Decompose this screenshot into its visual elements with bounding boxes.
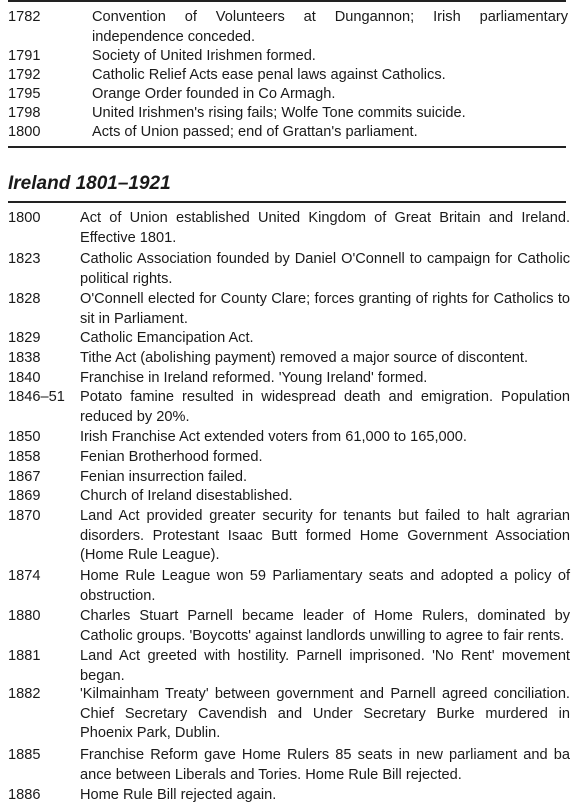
entry-year: 1880 xyxy=(8,608,41,624)
entry-year: 1881 xyxy=(8,648,41,664)
entry-year: 1791 xyxy=(8,48,41,64)
entry-year: 1840 xyxy=(8,370,41,386)
entry-year: 1823 xyxy=(8,251,41,267)
entry-text: Acts of Union passed; end of Grattan's p… xyxy=(92,124,418,140)
entry-year: 1828 xyxy=(8,291,41,307)
entry-text: Orange Order founded in Co Armagh. xyxy=(92,86,336,102)
entry-year: 1782 xyxy=(8,9,41,25)
entry-text: Catholic Emancipation Act. xyxy=(80,330,254,346)
entry-year: 1882 xyxy=(8,686,41,702)
entry-text: 'Kilmainham Treaty' between government a… xyxy=(80,686,570,742)
entry-year: 1792 xyxy=(8,67,41,83)
entry-text: Land Act provided greater security for t… xyxy=(80,508,570,564)
entry-year: 1850 xyxy=(8,429,41,445)
entry-year: 1800 xyxy=(8,124,41,140)
entry-year: 1874 xyxy=(8,568,41,584)
entry-year: 1867 xyxy=(8,469,41,485)
entry-text: Catholic Relief Acts ease penal laws aga… xyxy=(92,67,446,83)
section-title-rule xyxy=(8,201,566,203)
entry-year: 1869 xyxy=(8,488,41,504)
entry-text: Franchise in Ireland reformed. 'Young Ir… xyxy=(80,370,428,386)
entry-year: 1846–51 xyxy=(8,389,65,405)
entry-text: Convention of Volunteers at Dungannon; I… xyxy=(92,9,568,45)
entry-year: 1885 xyxy=(8,747,41,763)
entry-text: United Irishmen's rising fails; Wolfe To… xyxy=(92,105,466,121)
entry-year: 1829 xyxy=(8,330,41,346)
entry-text: Home Rule Bill rejected again. xyxy=(80,787,277,803)
entry-year: 1886 xyxy=(8,787,41,803)
entry-year: 1870 xyxy=(8,508,41,524)
entry-text: Land Act greeted with hostility. Parnell… xyxy=(80,648,570,684)
entry-text: Home Rule League won 59 Parliamentary se… xyxy=(80,568,570,604)
entry-text: Fenian insurrection failed. xyxy=(80,469,248,485)
entry-text: Charles Stuart Parnell became leader of … xyxy=(80,608,570,644)
entry-text: O'Connell elected for County Clare; forc… xyxy=(80,291,570,327)
entry-text: Franchise Reform gave Home Rulers 85 sea… xyxy=(80,747,570,783)
entry-year: 1858 xyxy=(8,449,41,465)
entry-text: Potato famine resulted in widespread dea… xyxy=(80,389,570,425)
entry-text: Society of United Irishmen formed. xyxy=(92,48,316,64)
entry-year: 1800 xyxy=(8,210,41,226)
entry-year: 1798 xyxy=(8,105,41,121)
entry-text: Tithe Act (abolishing payment) removed a… xyxy=(80,350,529,366)
entry-text: Irish Franchise Act extended voters from… xyxy=(80,429,467,445)
entry-year: 1838 xyxy=(8,350,41,366)
top-rule xyxy=(8,0,566,2)
entry-text: Fenian Brotherhood formed. xyxy=(80,449,263,465)
entry-text: Church of Ireland disestablished. xyxy=(80,488,293,504)
section-divider xyxy=(8,146,566,148)
section-title: Ireland 1801–1921 xyxy=(8,173,171,194)
entry-year: 1795 xyxy=(8,86,41,102)
entry-text: Catholic Association founded by Daniel O… xyxy=(80,251,570,287)
entry-text: Act of Union established United Kingdom … xyxy=(80,210,570,246)
